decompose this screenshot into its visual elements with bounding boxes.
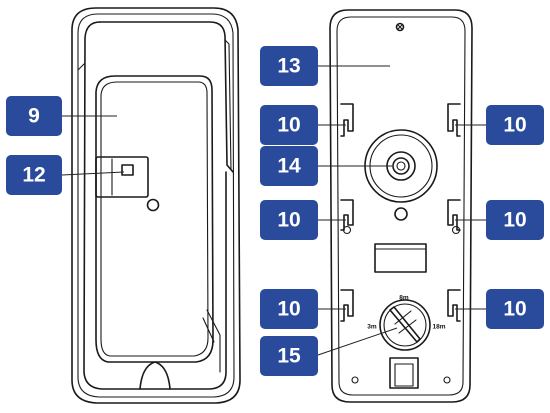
leader-lines xyxy=(61,65,486,356)
dial-label-top: 8m xyxy=(399,295,409,302)
callout-10-right-3: 10 xyxy=(486,289,544,329)
dial-label-right: 18m xyxy=(432,324,445,331)
callout-15: 15 xyxy=(260,336,318,376)
callout-13: 13 xyxy=(260,46,318,86)
mount-slot-right-3 xyxy=(447,289,461,322)
callout-14: 14 xyxy=(260,146,318,186)
dial-label-left: 3m xyxy=(367,324,377,331)
cover-housing xyxy=(71,7,241,404)
callout-10-left-2-label: 10 xyxy=(277,209,300,232)
mount-slot-right-2 xyxy=(447,199,461,235)
mount-slot-left-3 xyxy=(340,289,354,322)
mount-slot-left-1 xyxy=(340,103,354,137)
callout-12-label: 12 xyxy=(22,164,45,187)
mount-slot-right-1 xyxy=(447,103,461,137)
callout-10-right-1-label: 10 xyxy=(503,114,526,137)
callout-10-right-1: 10 xyxy=(486,105,544,145)
callout-10-left-3-label: 10 xyxy=(277,298,300,321)
callout-10-left-1-label: 10 xyxy=(277,114,300,137)
callout-10-left-2: 10 xyxy=(260,200,318,240)
mount-slot-left-2 xyxy=(340,199,354,235)
timer-dial: 8m 3m 18m xyxy=(367,295,446,351)
callout-10-right-2-label: 10 xyxy=(503,209,526,232)
callout-14-label: 14 xyxy=(277,155,301,178)
callout-10-right-2: 10 xyxy=(486,200,544,240)
callout-13-label: 13 xyxy=(277,55,300,78)
callout-9: 9 xyxy=(6,96,62,136)
callout-10-right-3-label: 10 xyxy=(503,298,526,321)
callout-9-label: 9 xyxy=(28,105,40,128)
callout-10-left-3: 10 xyxy=(260,289,318,329)
callout-15-label: 15 xyxy=(277,345,301,368)
callout-10-left-1: 10 xyxy=(260,105,318,145)
base-plate: 8m 3m 18m xyxy=(329,9,473,403)
callout-12: 12 xyxy=(6,155,62,195)
